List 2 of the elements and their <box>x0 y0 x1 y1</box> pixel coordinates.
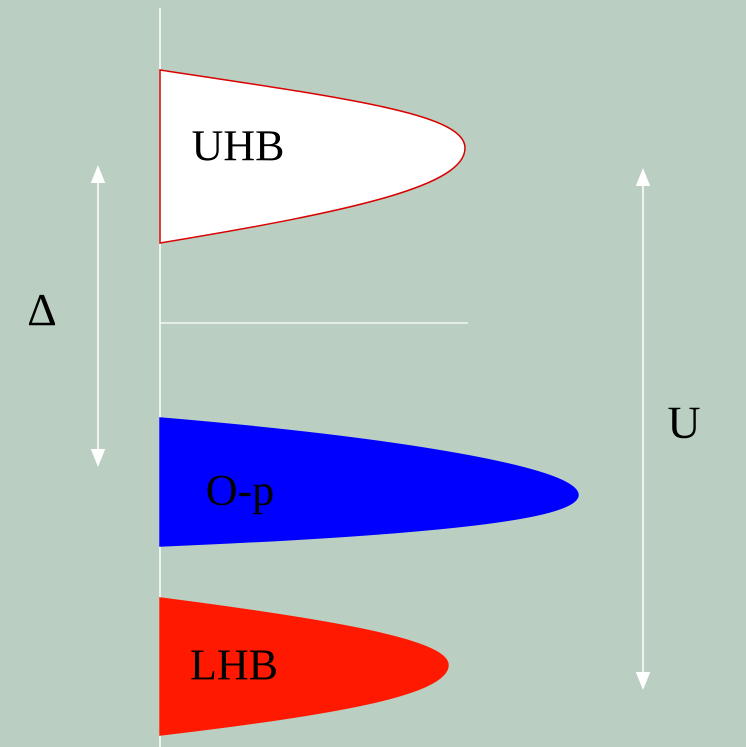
dimension-label: Δ <box>28 294 56 326</box>
dimension-label: U <box>668 408 700 438</box>
